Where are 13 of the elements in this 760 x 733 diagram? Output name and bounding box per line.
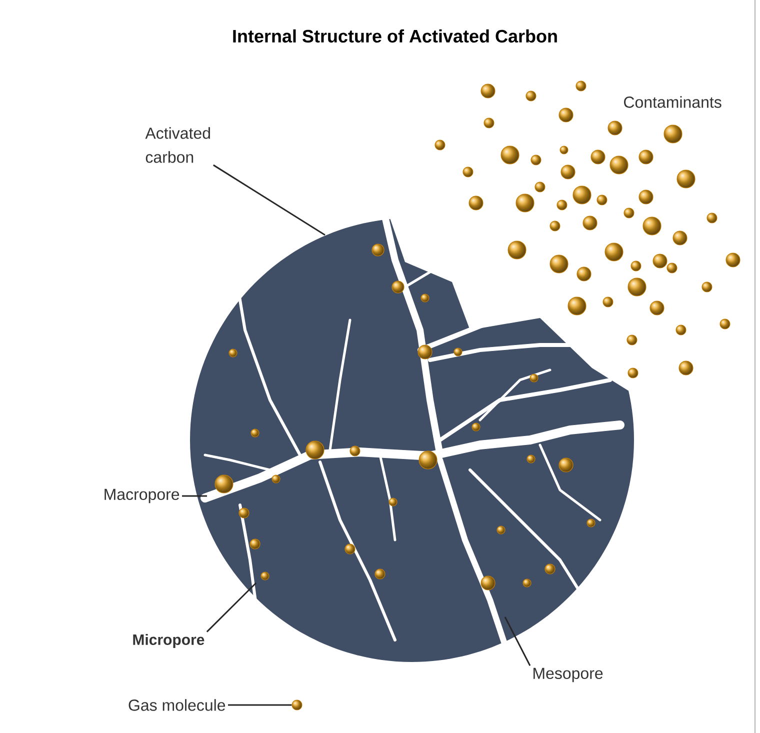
leader-line xyxy=(504,616,531,666)
label: Contaminants xyxy=(624,96,722,108)
part-label: Micropore xyxy=(133,634,204,648)
part-label: Activated carbon xyxy=(145,127,210,163)
leader-line xyxy=(182,495,207,497)
part-label: Macropore xyxy=(104,488,180,504)
legend-label: Gas molecule xyxy=(128,699,226,711)
legend-line xyxy=(228,704,292,706)
title: Internal Structure of Activated Carbon xyxy=(233,29,557,43)
leader-line xyxy=(213,164,326,236)
part-label: Mesopore xyxy=(534,668,603,682)
molecule-dot xyxy=(292,700,302,710)
leader-line xyxy=(206,582,257,632)
